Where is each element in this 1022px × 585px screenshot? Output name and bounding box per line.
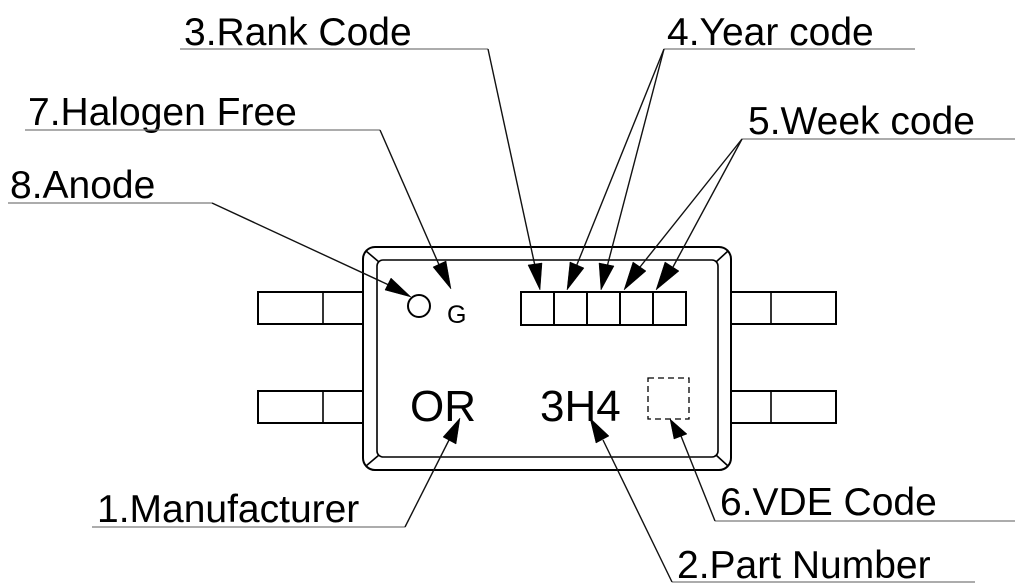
- year-code-leader-2: [606, 48, 665, 268]
- year-code-leader-1: [575, 48, 665, 268]
- manufacturer-arrowhead: [442, 417, 461, 445]
- package-marking: G OR 3H4: [407, 291, 690, 431]
- lead-bottom-right: [731, 390, 837, 424]
- part-number-mark: 3H4: [540, 382, 621, 431]
- rank-code-label: 3.Rank Code: [184, 11, 412, 54]
- vde-code-box: [647, 377, 690, 420]
- year-code-arrowhead-1: [566, 261, 585, 291]
- year-code-box-1: [553, 291, 588, 326]
- year-code-box-2: [586, 291, 621, 326]
- callout-labels: 3.Rank Code 4.Year code 7.Halogen Free 5…: [8, 11, 1015, 585]
- week-code-arrowhead-2: [655, 261, 680, 291]
- lead-top-left: [257, 291, 363, 325]
- body-outer-outline: [362, 246, 732, 471]
- component-leads: [257, 291, 837, 424]
- vde-code-label: 6.VDE Code: [720, 481, 937, 524]
- year-code-label: 4.Year code: [667, 11, 874, 54]
- week-code-leader-1: [639, 138, 743, 268]
- week-code-arrowhead-1: [623, 261, 647, 291]
- manufacturer-leader: [404, 439, 450, 528]
- week-code-box-1: [619, 291, 654, 326]
- body-chamfer-bottom-right: [715, 454, 729, 467]
- manufacturer-mark: OR: [410, 382, 476, 431]
- anode-arrowhead: [384, 277, 412, 298]
- rank-code-arrowhead: [527, 262, 543, 291]
- rank-code-leader: [487, 48, 536, 267]
- leader-lines: [211, 48, 743, 583]
- anode-leader: [211, 202, 392, 287]
- halogen-free-mark: G: [447, 301, 466, 329]
- body-chamfer-top-left: [365, 250, 380, 263]
- body-chamfer-top-right: [715, 250, 729, 263]
- arrowheads: [384, 260, 688, 445]
- part-number-label: 2.Part Number: [677, 544, 931, 585]
- halogen-free-arrowhead: [432, 260, 452, 290]
- year-code-arrowhead-2: [598, 262, 615, 291]
- week-code-label: 5.Week code: [748, 100, 975, 143]
- manufacturer-label: 1.Manufacturer: [97, 488, 359, 531]
- halogen-free-label: 7.Halogen Free: [28, 91, 297, 134]
- code-boxes: [520, 291, 687, 326]
- week-code-box-2: [652, 291, 687, 326]
- lead-bottom-left: [257, 390, 363, 424]
- vde-code-leader: [680, 435, 716, 522]
- component-body: [362, 246, 732, 471]
- rank-code-box: [520, 291, 555, 326]
- part-number-leader: [602, 439, 673, 583]
- body-inner-outline: [376, 259, 719, 458]
- halogen-free-leader: [379, 129, 441, 268]
- anode-dot: [407, 294, 431, 318]
- vde-code-arrowhead: [669, 418, 688, 440]
- week-code-leader-2: [672, 138, 743, 268]
- part-number-arrowhead: [589, 417, 610, 444]
- body-chamfer-bottom-left: [365, 454, 380, 467]
- lead-top-right: [731, 291, 837, 325]
- anode-label: 8.Anode: [10, 164, 155, 207]
